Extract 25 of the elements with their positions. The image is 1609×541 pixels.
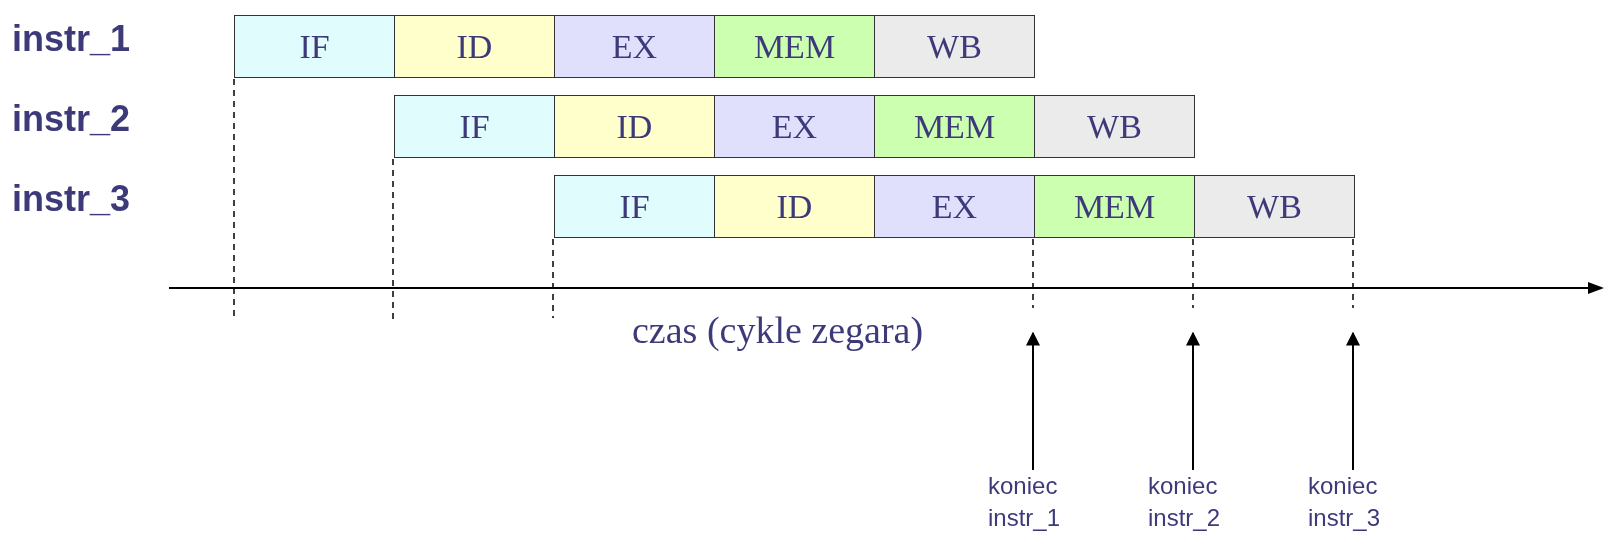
pipeline-stage-box: WB <box>1194 175 1355 238</box>
arrow <box>1026 331 1040 471</box>
axis-label: czas (cykle zegara) <box>632 308 924 352</box>
pipeline-stage-box: ID <box>394 15 555 78</box>
pipeline-stage-box: ID <box>554 95 715 158</box>
pipeline-stage-box: MEM <box>714 15 875 78</box>
pipeline-stage-box: MEM <box>874 95 1035 158</box>
pipeline-stage-box: ID <box>714 175 875 238</box>
pipeline-stage-box: IF <box>554 175 715 238</box>
pipeline-stage-box: IF <box>234 15 395 78</box>
end-note: koniec instr_3 <box>1308 470 1428 534</box>
end-note: koniec instr_1 <box>988 470 1108 534</box>
pipeline-stage-box: MEM <box>1034 175 1195 238</box>
pipeline-stage-box: EX <box>714 95 875 158</box>
pipeline-stage-box: WB <box>874 15 1035 78</box>
instruction-label: instr_2 <box>12 99 131 139</box>
arrow <box>1346 331 1360 471</box>
arrow <box>1186 331 1200 471</box>
pipeline-stage-box: IF <box>394 95 555 158</box>
end-note: koniec instr_2 <box>1148 470 1268 534</box>
pipeline-stage-box: EX <box>874 175 1035 238</box>
pipeline-stage-box: WB <box>1034 95 1195 158</box>
instruction-label: instr_1 <box>12 19 131 59</box>
pipeline-stage-box: EX <box>554 15 715 78</box>
instruction-label: instr_3 <box>12 179 131 219</box>
